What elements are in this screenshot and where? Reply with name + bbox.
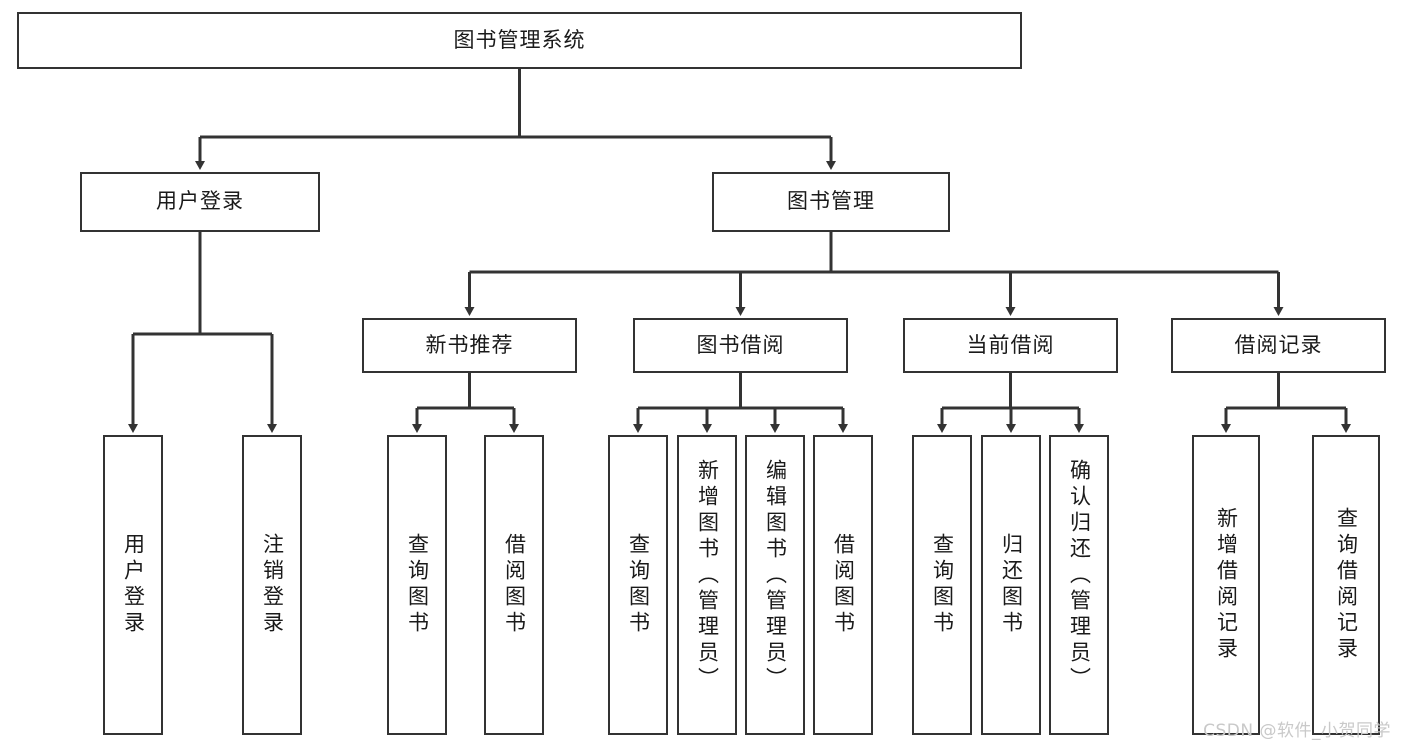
level3-node-box: 当前借阅	[903, 318, 1118, 373]
leaf-node-box: 查询图书	[387, 435, 447, 735]
level3-node-label: 新书推荐	[425, 332, 514, 357]
leaf-node-box: 注销登录	[242, 435, 302, 735]
level3-node-box: 借阅记录	[1171, 318, 1386, 373]
leaf-node-box: 编辑图书（管理员）	[745, 435, 805, 735]
leaf-node-label: 注销登录	[260, 533, 285, 637]
leaf-node-box: 查询图书	[912, 435, 972, 735]
leaf-node-label: 新增借阅记录	[1214, 507, 1239, 663]
leaf-node-box: 新增图书（管理员）	[677, 435, 737, 735]
level2-node-label: 图书管理	[787, 189, 875, 214]
root-node-box: 图书管理系统	[17, 12, 1022, 69]
leaf-node-box: 用户登录	[103, 435, 163, 735]
leaf-node-label: 用户登录	[121, 533, 146, 637]
level3-node-box: 图书借阅	[633, 318, 848, 373]
leaf-node-label: 查询图书	[626, 533, 651, 637]
level3-node-label: 借阅记录	[1234, 332, 1323, 357]
level2-node-label: 用户登录	[156, 189, 244, 214]
leaf-node-box: 查询借阅记录	[1312, 435, 1380, 735]
leaf-node-label: 查询图书	[930, 533, 955, 637]
leaf-node-box: 新增借阅记录	[1192, 435, 1260, 735]
leaf-node-label: 借阅图书	[831, 533, 856, 637]
leaf-node-label: 查询图书	[405, 533, 430, 637]
level3-node-box: 新书推荐	[362, 318, 577, 373]
watermark-text: CSDN @软件_小贺同学	[1203, 721, 1391, 741]
leaf-node-label: 新增图书（管理员）	[695, 459, 720, 693]
leaf-node-box: 归还图书	[981, 435, 1041, 735]
leaf-node-box: 确认归还（管理员）	[1049, 435, 1109, 735]
level3-node-label: 图书借阅	[696, 332, 785, 357]
leaf-node-box: 查询图书	[608, 435, 668, 735]
level2-node-box: 用户登录	[80, 172, 320, 232]
leaf-node-box: 借阅图书	[813, 435, 873, 735]
leaf-node-box: 借阅图书	[484, 435, 544, 735]
leaf-node-label: 编辑图书（管理员）	[763, 459, 788, 693]
leaf-node-label: 查询借阅记录	[1334, 507, 1359, 663]
leaf-node-label: 借阅图书	[502, 533, 527, 637]
root-node-label: 图书管理系统	[453, 27, 586, 52]
leaf-node-label: 归还图书	[999, 533, 1024, 637]
level2-node-box: 图书管理	[712, 172, 950, 232]
leaf-node-label: 确认归还（管理员）	[1067, 459, 1092, 693]
level3-node-label: 当前借阅	[966, 332, 1055, 357]
